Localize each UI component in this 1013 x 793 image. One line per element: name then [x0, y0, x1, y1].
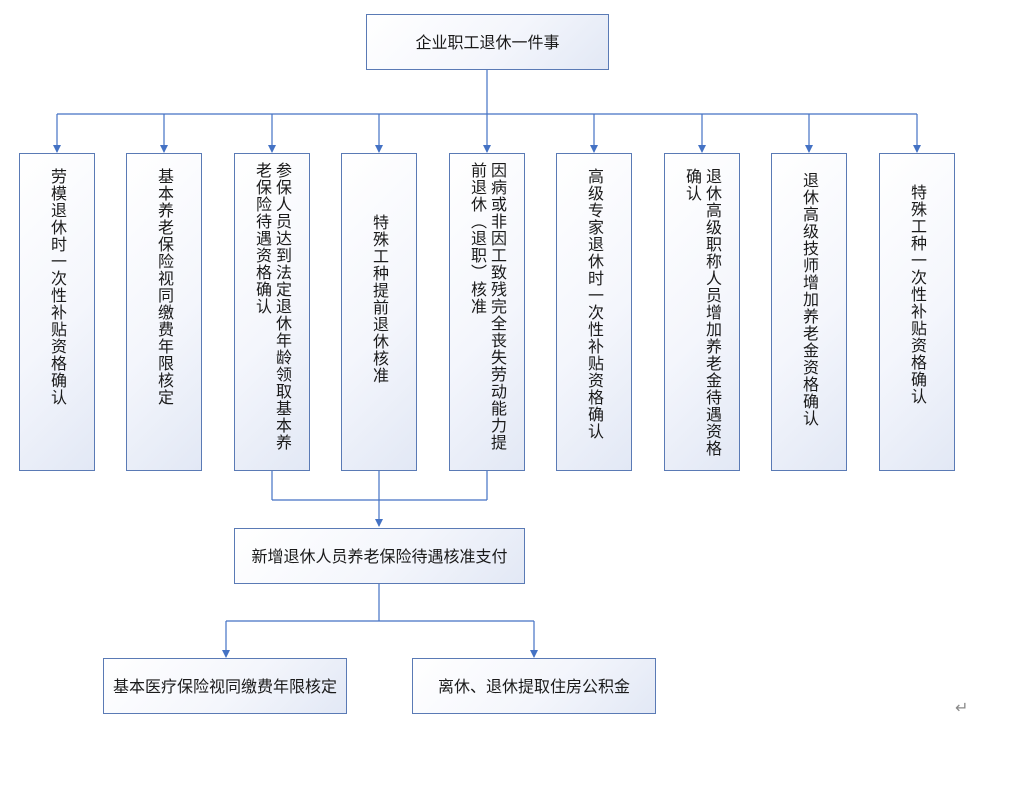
- title-label: 企业职工退休一件事: [415, 32, 560, 52]
- item-node-4: 特殊工种提前退休核准: [341, 153, 417, 471]
- item-label-2: 基本养老保险视同缴费年限核定: [155, 168, 174, 406]
- item-node-6: 高级专家退休时一次性补贴资格确认: [556, 153, 632, 471]
- item-label-4: 特殊工种提前退休核准: [370, 214, 389, 384]
- item-label-8: 退休高级技师增加养老金资格确认: [800, 172, 819, 427]
- item-node-9: 特殊工种一次性补贴资格确认: [879, 153, 955, 471]
- final-node-2: 离休、退休提取住房公积金: [412, 658, 656, 714]
- final-node-1: 基本医疗保险视同缴费年限核定: [103, 658, 347, 714]
- item-node-7: 退休高级职称人员增加养老金待遇资格确认: [664, 153, 740, 471]
- title-node: 企业职工退休一件事: [366, 14, 609, 70]
- item-node-8: 退休高级技师增加养老金资格确认: [771, 153, 847, 471]
- item-label-6: 高级专家退休时一次性补贴资格确认: [585, 168, 604, 440]
- item-label-1: 劳模退休时一次性补贴资格确认: [48, 168, 67, 406]
- item-label-9: 特殊工种一次性补贴资格确认: [908, 184, 927, 405]
- item-label-5: 因病或非因工致残完全丧失劳动能力提前退休（退职）核准: [468, 162, 507, 451]
- merge-node: 新增退休人员养老保险待遇核准支付: [234, 528, 525, 584]
- item-node-5: 因病或非因工致残完全丧失劳动能力提前退休（退职）核准: [449, 153, 525, 471]
- paragraph-return-mark: ↵: [955, 698, 969, 717]
- merge-node-label: 新增退休人员养老保险待遇核准支付: [251, 546, 508, 566]
- item-node-2: 基本养老保险视同缴费年限核定: [126, 153, 202, 471]
- item-node-1: 劳模退休时一次性补贴资格确认: [19, 153, 95, 471]
- final-node-label-1: 基本医疗保险视同缴费年限核定: [112, 676, 337, 696]
- final-node-label-2: 离休、退休提取住房公积金: [437, 676, 630, 696]
- item-label-7: 退休高级职称人员增加养老金待遇资格确认: [683, 168, 722, 457]
- item-node-3: 参保人员达到法定退休年龄领取基本养老保险待遇资格确认: [234, 153, 310, 471]
- item-label-3: 参保人员达到法定退休年龄领取基本养老保险待遇资格确认: [253, 162, 292, 451]
